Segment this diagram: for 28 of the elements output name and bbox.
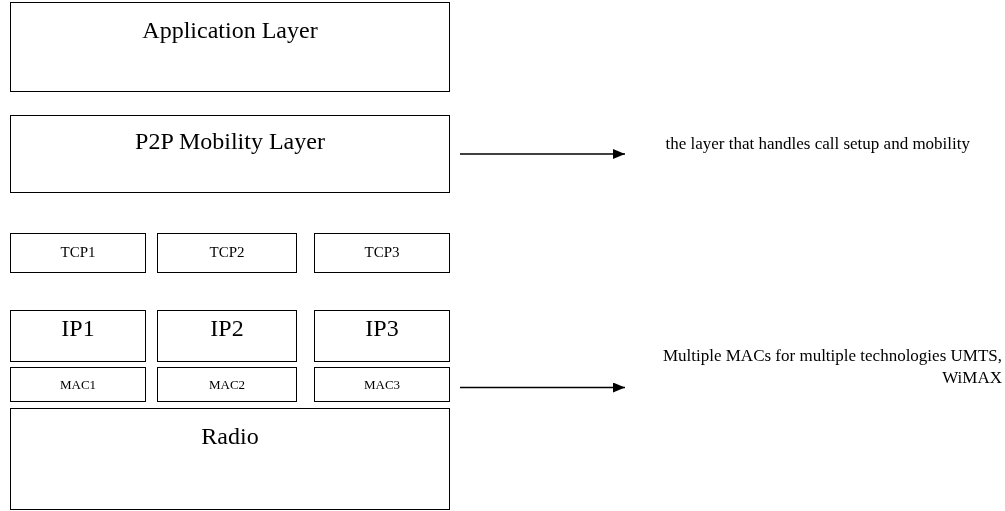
layer-box — [314, 310, 450, 362]
layer-label: TCP1 — [60, 244, 96, 261]
layer-label: IP2 — [210, 315, 244, 342]
layer-box — [314, 367, 450, 402]
layer-label: Application Layer — [142, 17, 318, 44]
annotation-text: Multiple MACs for multiple technologies UMTS, WiMAX — [630, 345, 1002, 391]
layer-label: IP1 — [61, 315, 95, 342]
layer-label: TCP3 — [364, 244, 400, 261]
layer-label: IP3 — [365, 315, 399, 342]
layer-label: Radio — [201, 423, 259, 450]
layer-label: MAC1 — [59, 377, 97, 393]
layer-box — [157, 310, 297, 362]
layer-label: TCP2 — [209, 244, 245, 261]
annotation-text: the layer that handles call setup and mobility — [630, 133, 970, 179]
layer-box — [10, 310, 146, 362]
layer-box — [10, 233, 146, 273]
layer-box — [10, 2, 450, 92]
layer-label: MAC3 — [363, 377, 401, 393]
layer-label: P2P Mobility Layer — [135, 128, 325, 155]
layer-box — [10, 408, 450, 510]
layer-label: MAC2 — [208, 377, 246, 393]
layer-box — [157, 367, 297, 402]
arrow — [459, 149, 626, 159]
layer-box — [157, 233, 297, 273]
arrow — [459, 382, 626, 393]
layer-box — [314, 233, 450, 273]
layer-box — [10, 367, 146, 402]
layer-box — [10, 115, 450, 193]
